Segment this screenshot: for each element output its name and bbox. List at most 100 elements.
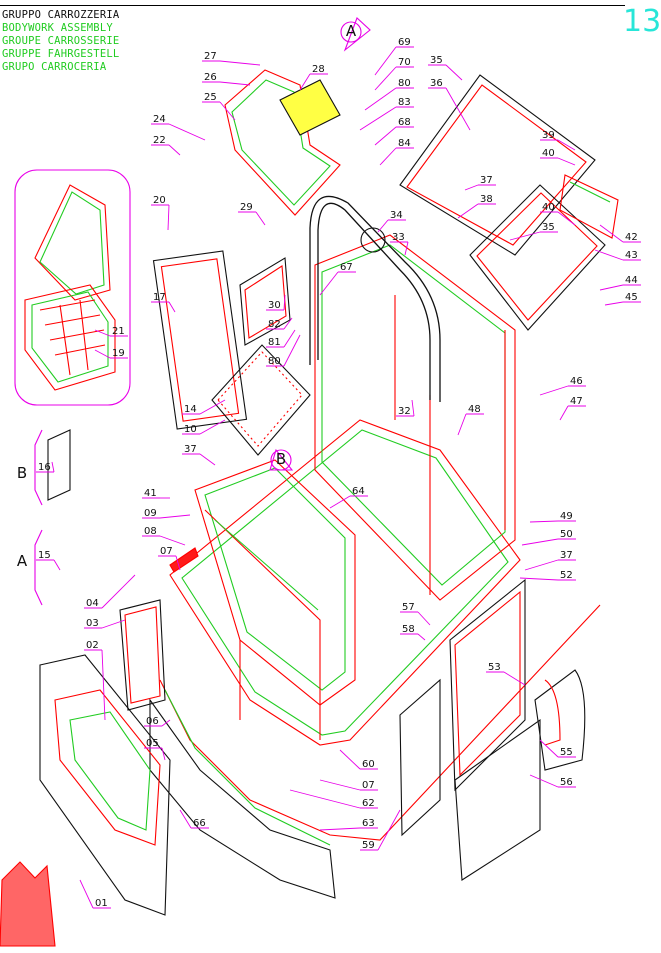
callout-33: 33	[392, 232, 405, 243]
callout-leader	[521, 538, 559, 546]
callout-leader	[255, 211, 266, 226]
callout-leader	[417, 633, 426, 641]
callout-15: 15	[38, 550, 51, 561]
callout-38: 38	[480, 194, 493, 205]
callout-leader	[289, 789, 361, 809]
callout-leader	[374, 66, 397, 91]
header-rule	[0, 5, 625, 6]
callout-leader	[519, 577, 559, 581]
callout-84: 84	[398, 138, 411, 149]
callout-leader	[101, 649, 106, 721]
callout-leader	[283, 329, 296, 348]
callout-08: 08	[144, 526, 157, 537]
callout-leader	[199, 419, 226, 435]
callout-39: 39	[542, 130, 555, 141]
callout-35: 35	[430, 55, 443, 66]
callout-leader	[559, 405, 569, 421]
callout-32: 32	[398, 406, 411, 417]
callout-leader	[329, 495, 351, 509]
callout-leader	[168, 301, 176, 313]
callout-60: 60	[362, 759, 375, 770]
callout-80: 80	[398, 78, 411, 89]
callout-22: 22	[153, 135, 166, 146]
callout-leader	[319, 827, 361, 831]
callout-leader	[529, 774, 559, 788]
callout-leader	[168, 144, 181, 156]
callout-83: 83	[398, 97, 411, 108]
callout-leader	[464, 184, 479, 191]
callout-leader	[364, 87, 397, 111]
callout-leader	[604, 301, 624, 306]
callout-leader	[377, 809, 401, 851]
callout-09: 09	[144, 508, 157, 519]
callout-leader	[457, 203, 479, 219]
callout-66: 66	[193, 818, 206, 829]
callout-40: 40	[542, 148, 555, 159]
detail-letter-b: B	[17, 464, 27, 482]
callout-53: 53	[488, 662, 501, 673]
callout-43: 43	[625, 250, 638, 261]
callout-leader	[283, 317, 293, 330]
page-number: 13	[623, 4, 661, 39]
callout-46: 46	[570, 376, 583, 387]
callout-leader	[457, 413, 467, 436]
callout-44: 44	[625, 275, 638, 286]
callout-leader	[374, 46, 397, 76]
callout-56: 56	[560, 777, 573, 788]
callout-leader	[79, 879, 94, 909]
callout-leader	[445, 64, 463, 81]
callout-leader	[445, 87, 471, 131]
callout-37: 37	[560, 550, 573, 561]
callout-leader	[599, 284, 624, 291]
callout-leader	[159, 514, 191, 519]
callout-leader	[594, 249, 624, 261]
callout-leader	[557, 211, 576, 226]
callout-leader	[377, 219, 389, 233]
callout-50: 50	[560, 529, 573, 540]
callout-leader	[94, 349, 111, 359]
callout-04: 04	[86, 598, 99, 609]
callout-52: 52	[560, 570, 573, 581]
callout-leader	[179, 809, 192, 829]
callout-10: 10	[184, 424, 197, 435]
callout-36: 36	[430, 78, 443, 89]
callout-leader	[167, 204, 170, 231]
callout-leader	[539, 739, 559, 758]
callout-62: 62	[362, 798, 375, 809]
callout-01: 01	[95, 898, 108, 909]
callout-leader	[557, 157, 576, 166]
callout-58: 58	[402, 624, 415, 635]
callout-leader	[404, 241, 409, 256]
callout-19: 19	[112, 348, 125, 359]
callout-05: 05	[146, 738, 159, 749]
detail-letter-a: A	[346, 22, 357, 40]
callout-leader	[374, 126, 397, 146]
callout-leader	[161, 719, 171, 727]
callout-25: 25	[204, 92, 217, 103]
callout-28: 28	[312, 64, 325, 75]
callout-40: 40	[542, 202, 555, 213]
callout-leader	[339, 749, 361, 770]
callout-leader	[94, 329, 111, 337]
callout-35: 35	[542, 222, 555, 233]
title-fr: GROUPE CARROSSERIE	[2, 35, 120, 47]
callout-20: 20	[153, 195, 166, 206]
callout-leader	[283, 334, 301, 367]
callout-07: 07	[362, 780, 375, 791]
callout-leader	[199, 453, 216, 466]
callout-37: 37	[480, 175, 493, 186]
callout-42: 42	[625, 232, 638, 243]
callout-70: 70	[398, 57, 411, 68]
callout-55: 55	[560, 747, 573, 758]
callout-leader	[417, 611, 431, 626]
callout-21: 21	[112, 326, 125, 337]
callout-leader	[219, 101, 236, 121]
callout-leader	[319, 271, 339, 296]
callout-45: 45	[625, 292, 638, 303]
callout-34: 34	[390, 210, 403, 221]
callout-leader	[319, 779, 361, 791]
callout-14: 14	[184, 404, 197, 415]
callout-82: 82	[268, 319, 281, 330]
callout-03: 03	[86, 618, 99, 629]
